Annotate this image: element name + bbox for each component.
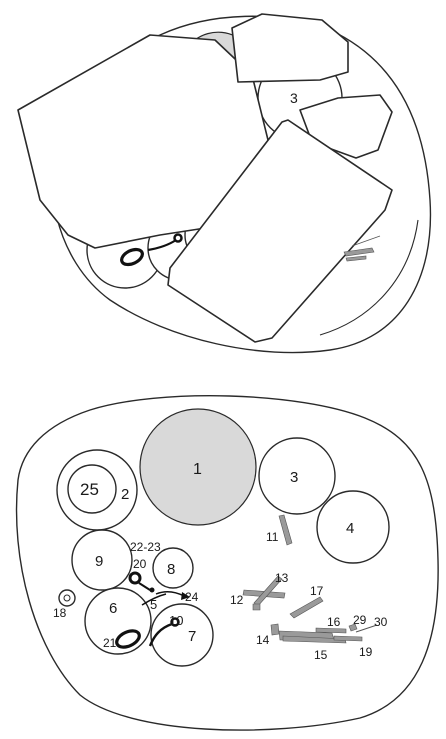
label-11: 11 [266,530,279,544]
label-19: 19 [359,645,373,659]
label-6: 6 [109,600,117,617]
label-8: 8 [167,561,175,578]
bone-12-knob [253,604,260,610]
label-24: 24 [185,590,199,604]
label-7: 7 [188,628,196,645]
label-25: 25 [80,480,99,499]
bottom-panel: 1 2 25 3 4 9 8 6 7 10 5 11 12 13 14 15 1… [17,396,439,730]
label-13: 13 [275,571,289,585]
label-29: 29 [353,613,367,627]
label-4: 4 [346,520,354,537]
label-16: 16 [327,615,341,629]
label-9: 9 [95,553,103,570]
bone-14 [271,624,279,635]
bone-19 [334,636,362,641]
top-panel: 3 [18,14,430,353]
label-5: 5 [150,597,157,612]
top-slab-upper-right [232,14,348,82]
label-10: 10 [169,613,183,628]
label-15: 15 [314,648,328,662]
pin-20-head [150,588,155,593]
top-label-3: 3 [290,90,298,106]
label-14: 14 [256,633,270,647]
label-1: 1 [193,461,202,478]
label-2: 2 [121,486,129,503]
label-12: 12 [230,593,244,607]
label-22-23: 22-23 [130,540,161,554]
label-30: 30 [374,615,388,629]
label-20: 20 [133,557,147,571]
label-21: 21 [103,636,117,650]
vessel-18-outer [59,590,75,606]
label-3: 3 [290,469,298,486]
label-18: 18 [53,606,67,620]
label-17: 17 [310,584,324,598]
